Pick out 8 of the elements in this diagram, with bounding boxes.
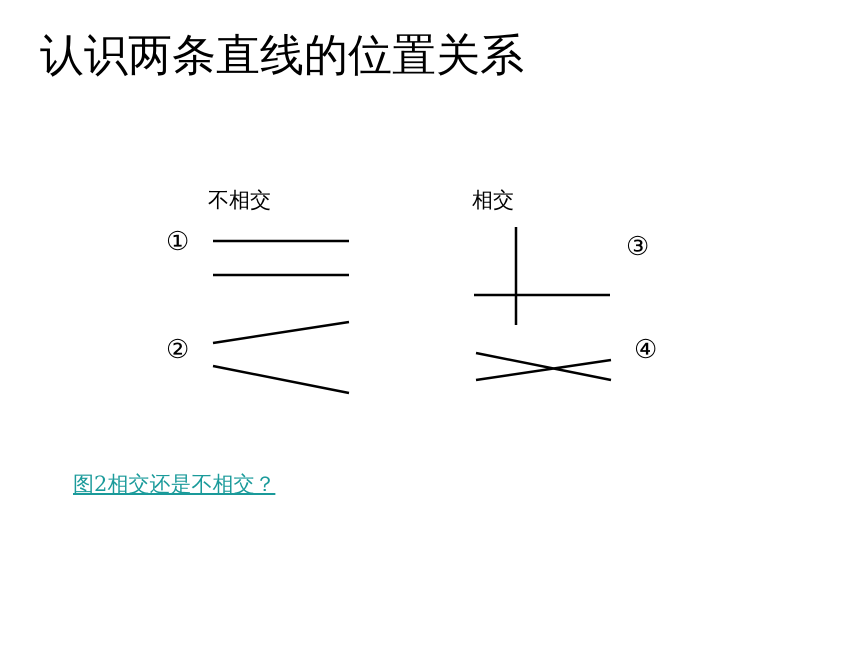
group-heading: 不相交 [208,187,271,214]
figure-number: ③ [626,231,649,262]
figure-number: ① [166,226,189,257]
question-link: 图2相交还是不相交？ [73,471,276,498]
title: 认识两条直线的位置关系 [40,29,524,83]
group-heading: 相交 [472,187,514,214]
figure-number: ② [166,334,189,365]
figure-number: ④ [634,334,657,365]
